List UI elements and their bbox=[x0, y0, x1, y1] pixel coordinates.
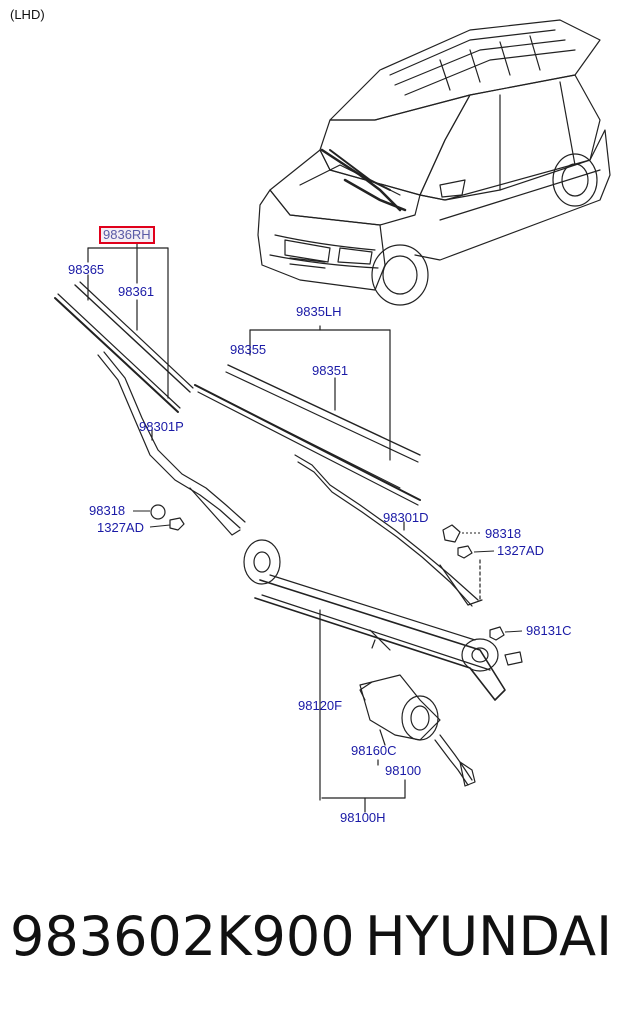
callout-98160c[interactable]: 98160C bbox=[351, 743, 397, 758]
callout-98361[interactable]: 98361 bbox=[118, 284, 155, 299]
callout-98100[interactable]: 98100 bbox=[385, 763, 422, 778]
callout-98318-left[interactable]: 98318 bbox=[89, 503, 126, 518]
callout-98131c[interactable]: 98131C bbox=[526, 623, 572, 638]
callout-98100h[interactable]: 98100H bbox=[340, 810, 386, 825]
callout-98301p[interactable]: 98301P bbox=[139, 419, 184, 434]
callout-9836rh[interactable]: 9836RH bbox=[99, 226, 155, 244]
view-tag: (LHD) bbox=[10, 7, 45, 22]
callout-98365[interactable]: 98365 bbox=[68, 262, 105, 277]
car-illustration bbox=[257, 19, 611, 306]
callout-98301d[interactable]: 98301D bbox=[383, 510, 429, 525]
callout-98355[interactable]: 98355 bbox=[230, 342, 267, 357]
callout-98351[interactable]: 98351 bbox=[312, 363, 349, 378]
brand-name: HYUNDAI bbox=[365, 905, 613, 968]
diagram-line-art bbox=[54, 19, 611, 813]
lh-blade-assembly bbox=[194, 325, 505, 641]
callout-1327ad-right[interactable]: 1327AD bbox=[497, 543, 544, 558]
callout-98318-right[interactable]: 98318 bbox=[485, 526, 522, 541]
part-number: 983602K900 bbox=[10, 905, 355, 968]
callout-1327ad-left[interactable]: 1327AD bbox=[97, 520, 144, 535]
parts-diagram: 9836RH 98365 98361 98301P 98318 1327AD 9… bbox=[54, 19, 611, 825]
rh-blade-assembly bbox=[54, 243, 246, 536]
callout-9835lh[interactable]: 9835LH bbox=[296, 304, 342, 319]
callout-98120f[interactable]: 98120F bbox=[298, 698, 343, 713]
linkage-and-motor bbox=[243, 539, 523, 813]
